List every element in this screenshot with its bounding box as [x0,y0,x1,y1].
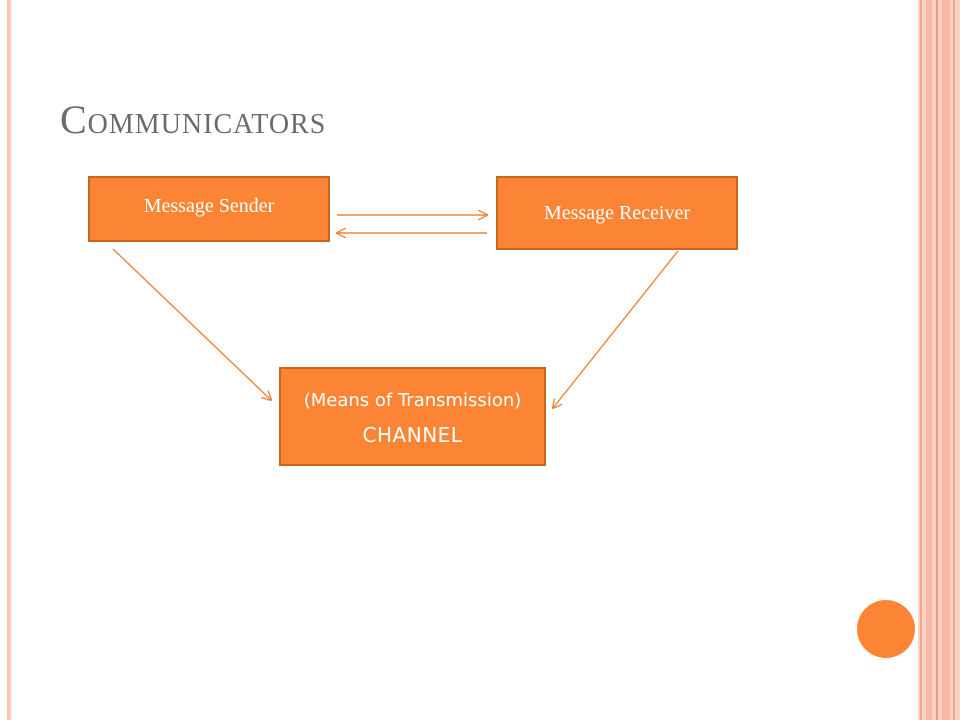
decorative-circle [857,600,915,658]
border-stripe [936,0,938,720]
border-stripe [942,0,950,720]
channel-box: (Means of Transmission) CHANNEL [279,367,546,466]
message-receiver-label: Message Receiver [543,201,691,224]
channel-label: CHANNEL [362,422,463,447]
message-sender-label: Message Sender [143,194,275,217]
slide-title: Communicators [60,97,327,142]
border-stripe [926,0,932,720]
border-stripe [953,0,955,720]
arrow-sender-to-channel [112,248,271,400]
message-receiver-box: Message Receiver [496,176,738,250]
channel-subtitle: (Means of Transmission) [303,389,522,411]
arrow-receiver-to-channel [553,250,679,408]
border-stripe [920,0,922,720]
slide-border-left [7,0,11,720]
message-sender-box: Message Sender [88,176,330,242]
